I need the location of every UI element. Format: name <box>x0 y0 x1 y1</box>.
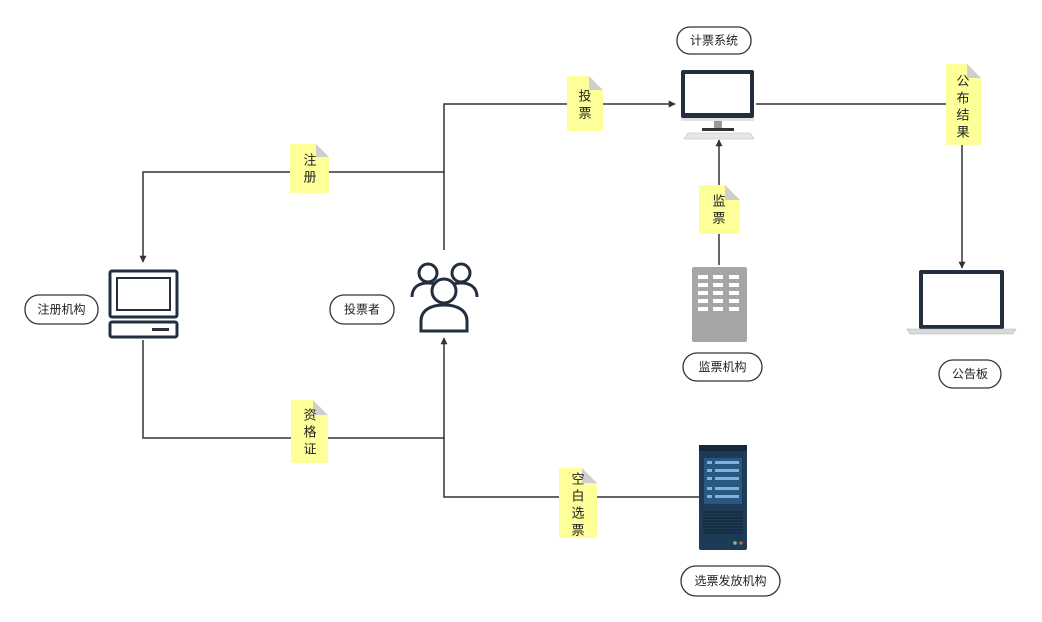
edge-counting-to-bulletin <box>756 103 966 269</box>
counting-system-label: 计票系统 <box>690 34 738 48</box>
note-monitor-char: 票 <box>712 212 725 227</box>
note-publish-char: 公 <box>956 75 969 90</box>
desktop-computer-icon <box>108 269 179 339</box>
node-label-voters: 投票者 <box>329 294 395 325</box>
note-credential-char: 证 <box>303 443 316 458</box>
node-label-bulletin-board: 公告板 <box>938 359 1002 389</box>
note-vote: 投 票 <box>567 76 603 131</box>
node-label-counting-system: 计票系统 <box>676 26 752 55</box>
user-group-icon <box>410 262 479 333</box>
note-blank-ballot-char: 白 <box>571 489 584 505</box>
note-credential-char: 资 <box>303 409 316 424</box>
note-publish-char: 布 <box>956 92 969 107</box>
rack-server-icon <box>699 445 747 550</box>
note-vote-char: 投 <box>578 89 591 105</box>
connectors <box>139 100 966 498</box>
note-publish-char: 果 <box>956 126 969 141</box>
note-blank-ballot-char: 票 <box>571 524 584 539</box>
note-monitor-char: 监 <box>712 195 725 210</box>
note-credential: 资 格 证 <box>291 400 328 463</box>
server-tower-icon <box>692 267 747 342</box>
monitor-icon <box>681 70 755 140</box>
bulletin-board-label: 公告板 <box>952 367 988 381</box>
laptop-icon <box>906 270 1017 335</box>
note-blank-ballot-char: 空 <box>571 473 584 488</box>
note-credential-char: 格 <box>303 425 316 441</box>
note-blank-ballot: 空 白 选 票 <box>559 468 597 539</box>
note-publish-results: 公 布 结 果 <box>946 64 981 145</box>
edge-voters-to-counting <box>443 100 676 172</box>
edge-issuer-to-voters <box>443 438 700 498</box>
note-register-char: 册 <box>303 171 316 186</box>
note-vote-char: 票 <box>578 107 591 122</box>
note-register-char: 注 <box>303 154 316 169</box>
note-blank-ballot-char: 选 <box>571 507 584 522</box>
node-label-ballot-issuer: 选票发放机构 <box>680 565 781 597</box>
registration-org-label: 注册机构 <box>37 302 85 317</box>
ballot-issuer-label: 选票发放机构 <box>694 573 766 588</box>
voters-label: 投票者 <box>344 302 380 317</box>
node-label-registration-org: 注册机构 <box>24 294 99 325</box>
note-register: 注 册 <box>290 144 329 193</box>
node-label-monitoring-org: 监票机构 <box>682 352 763 382</box>
monitoring-org-label: 监票机构 <box>698 359 746 374</box>
note-publish-char: 结 <box>956 109 969 124</box>
note-monitor: 监 票 <box>699 185 740 234</box>
